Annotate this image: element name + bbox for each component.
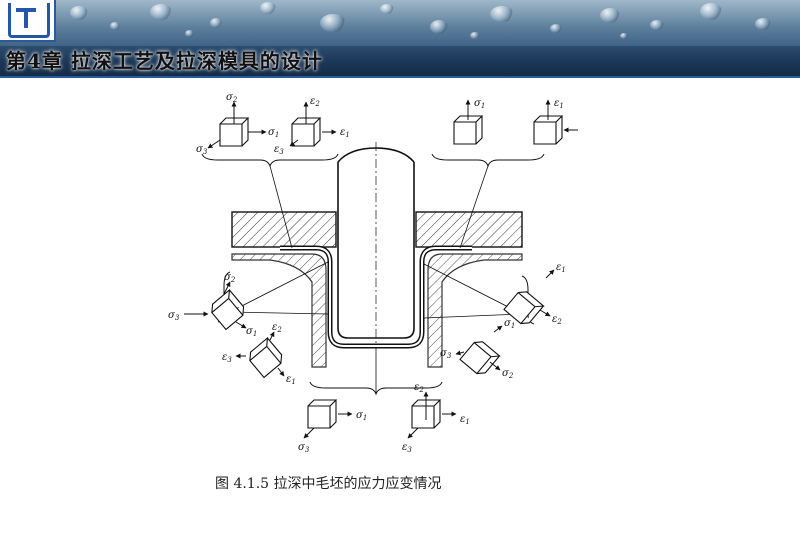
strain-cube-f <box>249 336 283 379</box>
water-drop <box>650 20 664 30</box>
leader <box>423 263 523 315</box>
leader <box>269 165 293 249</box>
die-left <box>231 253 327 368</box>
svg-text:ε3: ε3 <box>402 442 412 454</box>
water-drop <box>490 6 514 22</box>
water-drop <box>550 24 562 33</box>
svg-text:ε3: ε3 <box>274 144 284 156</box>
leader <box>229 261 329 313</box>
water-drop <box>430 20 448 34</box>
blank-holder-right <box>415 211 523 248</box>
brace-top-left <box>201 153 339 168</box>
blank-sheet-inner <box>280 247 472 347</box>
svg-text:σ1: σ1 <box>504 318 515 330</box>
stress-cube-e-arrows: σ3 σ2 σ1 <box>168 272 257 338</box>
logo-bar <box>24 8 28 28</box>
logo-frame <box>8 3 50 38</box>
svg-text:ε2: ε2 <box>414 382 424 394</box>
die-right <box>427 253 523 368</box>
svg-text:ε3: ε3 <box>222 352 232 364</box>
leader <box>423 313 523 319</box>
water-drop <box>110 22 120 30</box>
svg-text:ε2: ε2 <box>272 322 282 334</box>
svg-text:ε2: ε2 <box>310 96 320 108</box>
svg-text:σ2: σ2 <box>502 368 514 380</box>
leader <box>229 311 329 315</box>
university-logo <box>0 0 56 42</box>
svg-text:ε2: ε2 <box>552 314 562 326</box>
title-band <box>0 46 800 76</box>
water-drop <box>755 18 771 30</box>
svg-text:ε1: ε1 <box>460 414 470 426</box>
stress-cube-e <box>211 288 245 331</box>
figure-caption: 图 4.1.5 拉深中毛坯的应力应变情况 <box>215 476 442 492</box>
svg-text:ε1: ε1 <box>340 127 350 139</box>
page-title: 第4章 拉深工艺及拉深模具的设计 <box>6 49 323 73</box>
strain-cube-g-arrows: ε1 ε2 <box>539 262 566 326</box>
leader <box>459 165 489 249</box>
svg-text:σ1: σ1 <box>474 98 485 110</box>
water-drop <box>620 33 628 39</box>
stress-cube-h-arrows: σ3 σ1 σ2 <box>440 318 515 380</box>
water-drop <box>150 4 172 20</box>
water-drop <box>260 2 276 14</box>
svg-text:σ3: σ3 <box>440 348 452 360</box>
water-drop <box>380 4 394 14</box>
stress-cube-c: σ1 <box>453 98 485 145</box>
water-drop <box>185 30 194 37</box>
stress-cube-i: σ1 σ3 <box>298 399 367 454</box>
svg-text:σ3: σ3 <box>196 144 208 156</box>
svg-text:σ1: σ1 <box>268 127 279 139</box>
strain-cube-b: ε2 ε1 ε3 <box>274 96 350 156</box>
water-drop <box>700 3 722 20</box>
water-drop <box>320 14 346 32</box>
svg-text:σ2: σ2 <box>226 92 238 104</box>
stress-cube-a: σ2 σ1 σ3 <box>196 92 279 156</box>
svg-text:ε1: ε1 <box>286 374 296 386</box>
strain-cube-j: ε2 ε1 ε3 <box>402 382 470 454</box>
strain-cube-d: ε1 ε2 <box>533 98 578 145</box>
brace-top-right <box>431 153 545 168</box>
svg-text:ε1: ε1 <box>556 262 566 274</box>
svg-text:σ1: σ1 <box>246 326 257 338</box>
stress-cube-h <box>459 341 501 375</box>
water-drop <box>470 32 480 39</box>
water-drop <box>210 18 222 28</box>
svg-text:σ1: σ1 <box>356 410 367 422</box>
svg-text:σ3: σ3 <box>298 442 310 454</box>
svg-text:ε1: ε1 <box>554 98 564 110</box>
svg-text:σ2: σ2 <box>224 272 236 284</box>
water-drop <box>600 8 620 23</box>
svg-text:σ3: σ3 <box>168 310 180 322</box>
title-underline <box>0 76 800 78</box>
water-drop <box>70 6 88 20</box>
strain-cube-g <box>503 291 545 325</box>
strain-cube-f-arrows: ε3 ε2 ε1 <box>222 322 296 386</box>
stress-strain-diagram: σ2 σ1 σ3 ε2 ε1 ε3 σ1 ε1 ε2 σ3 σ2 σ1 <box>168 92 578 454</box>
